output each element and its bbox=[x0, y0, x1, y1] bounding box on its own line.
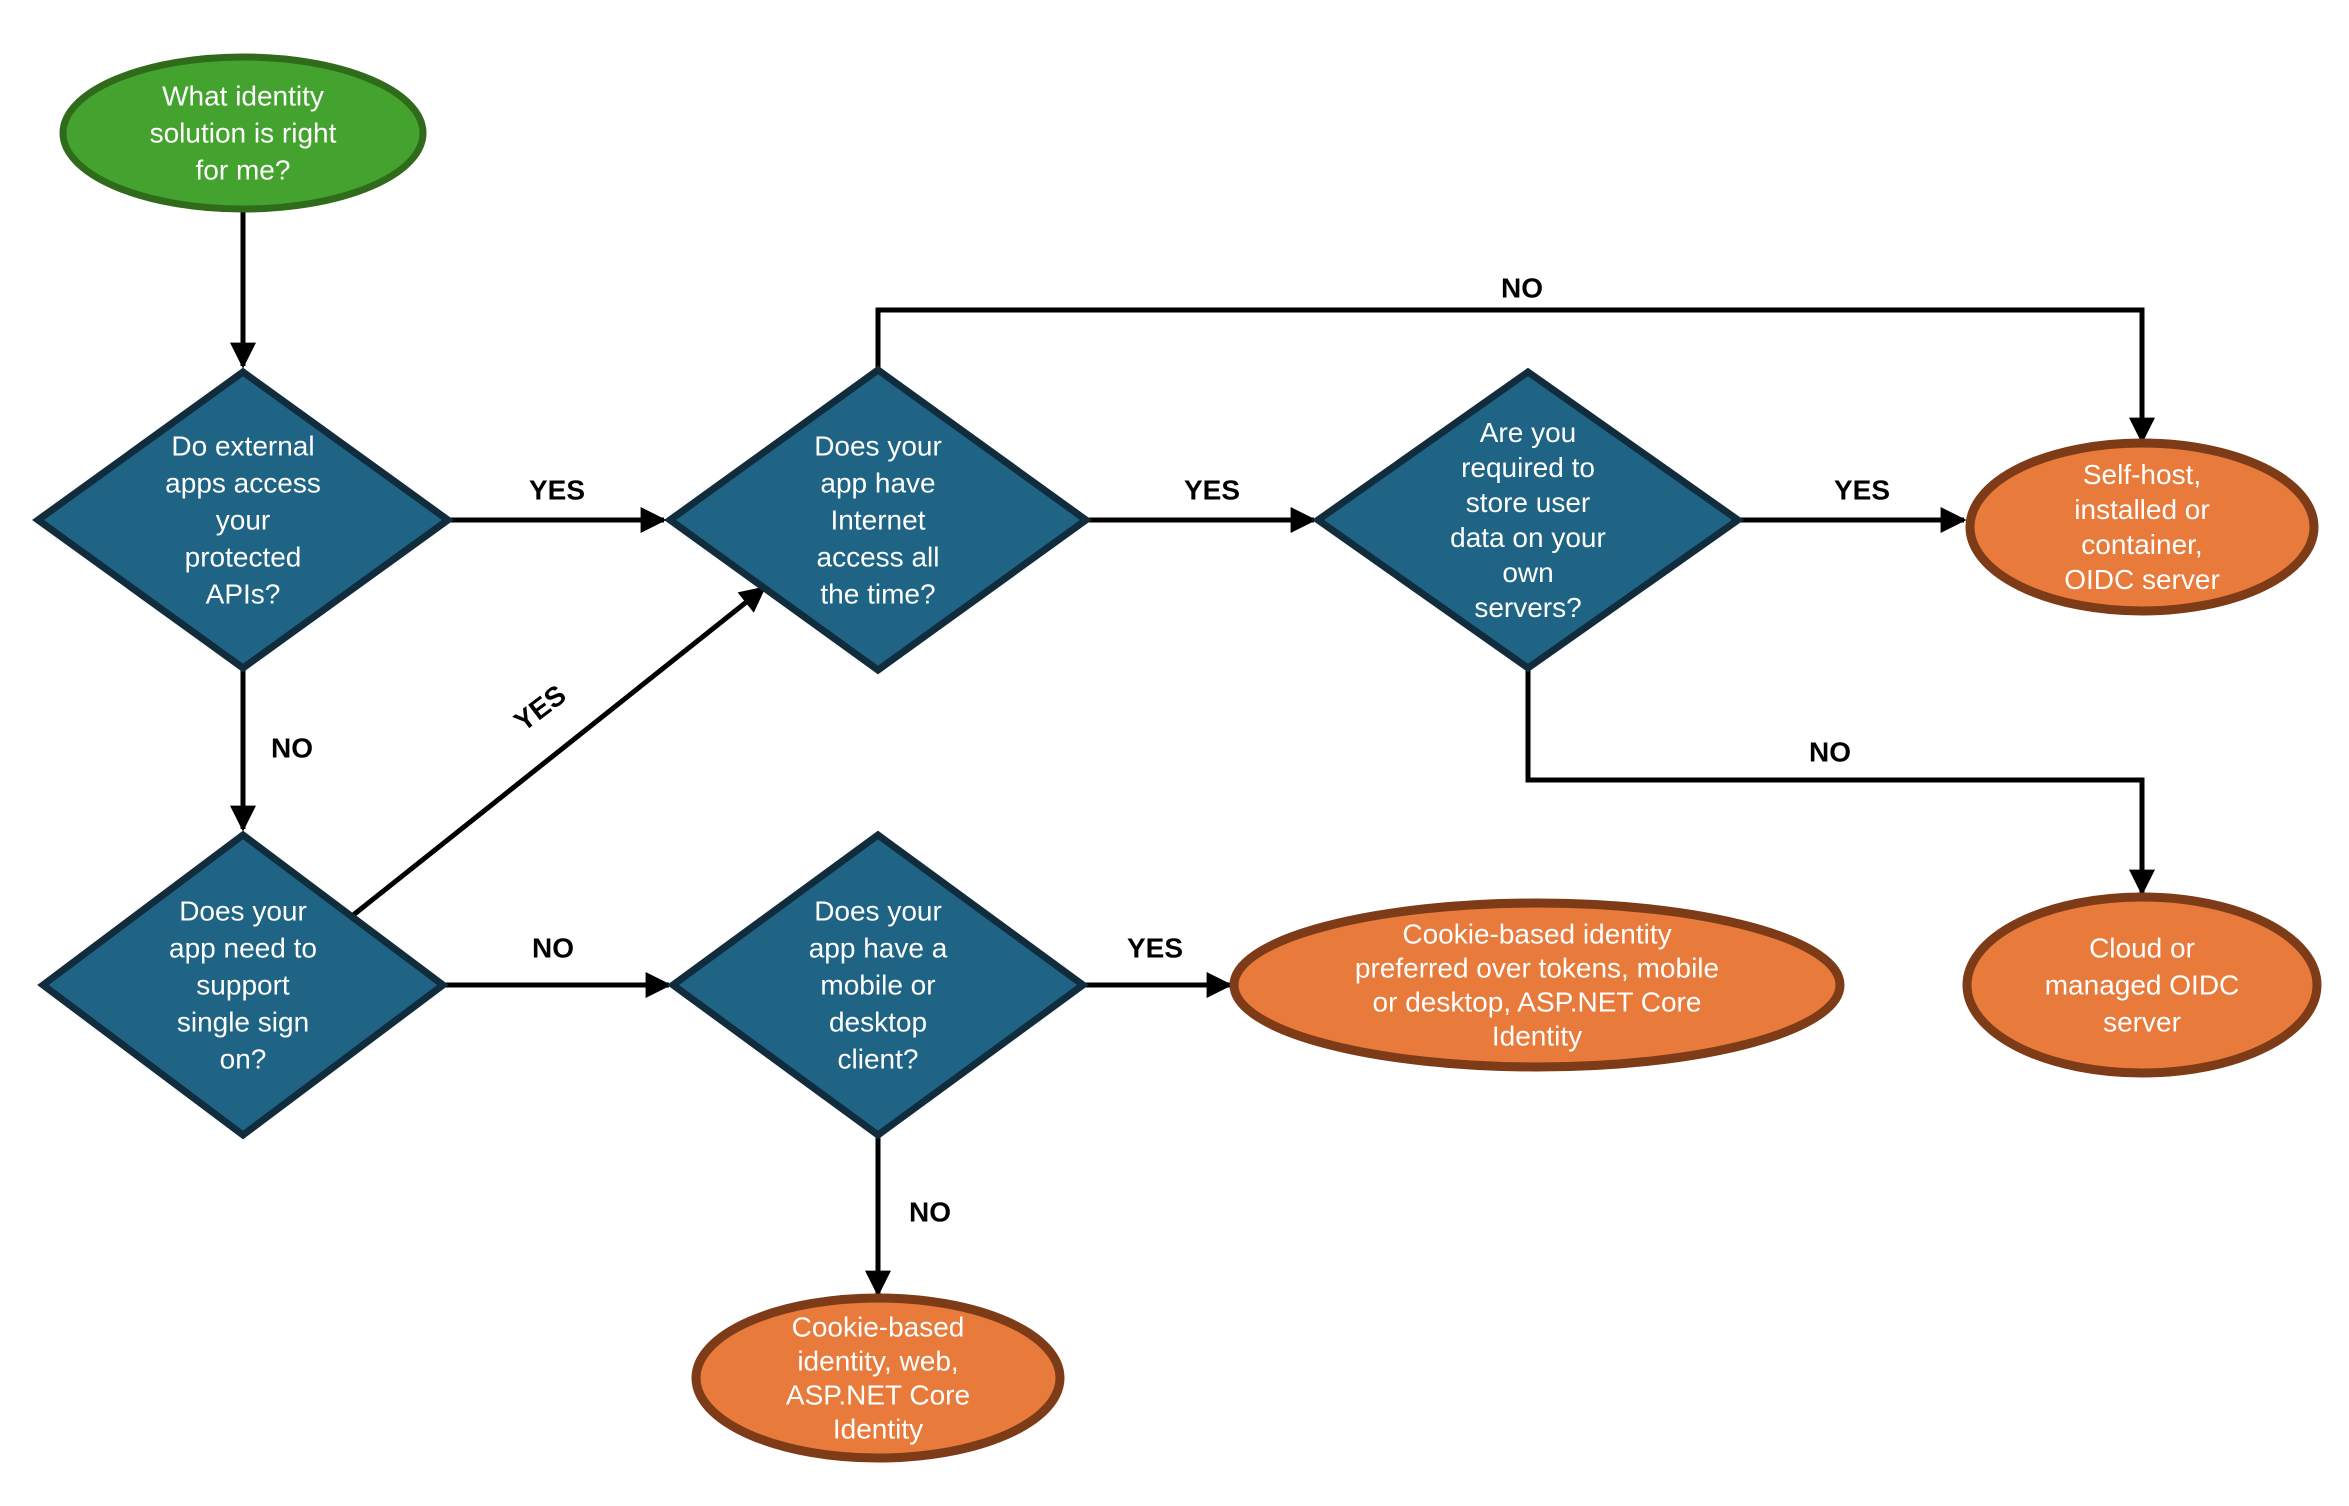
node-text-line: Cloud or bbox=[2089, 933, 2195, 964]
node-text-line: store user bbox=[1466, 487, 1591, 518]
edge-label-no: NO bbox=[532, 933, 574, 964]
node-text-line: app have bbox=[820, 468, 935, 499]
node-text-line: container, bbox=[2081, 529, 2202, 560]
node-text-line: Does your bbox=[814, 896, 942, 927]
decision-internet-access-all-time-shape bbox=[664, 365, 1092, 675]
edge-label-yes: YES bbox=[1184, 475, 1240, 506]
node-text-line: installed or bbox=[2074, 494, 2209, 525]
result-cloud-managed-oidc-server: Cloud or managed OIDC server bbox=[1962, 892, 2322, 1078]
decision-single-sign-on: Does your app need to support single sign on… bbox=[37, 830, 449, 1140]
edge-label-yes: YES bbox=[1834, 475, 1890, 506]
node-text-line: your bbox=[216, 505, 270, 536]
node-text-line: Internet bbox=[831, 505, 926, 536]
result-cookie-identity-web-shape bbox=[691, 1293, 1065, 1463]
node-text-line: apps access bbox=[165, 468, 321, 499]
edge-label-yes: YES bbox=[508, 679, 571, 737]
decision-store-user-data-own-servers: Are you required to store user data on your… bbox=[1311, 367, 1745, 673]
node-text-line: Cookie-based identity bbox=[1402, 919, 1671, 950]
result-self-host-oidc-server-text: Self-host, installed or container, OIDC ser… bbox=[2064, 459, 2220, 595]
node-text-line: ASP.NET Core bbox=[786, 1380, 970, 1411]
edge-label-no: NO bbox=[909, 1197, 951, 1228]
node-text-line: Does your bbox=[179, 896, 307, 927]
node-text-line: on? bbox=[220, 1044, 267, 1075]
node-text-line: app have a bbox=[809, 933, 948, 964]
node-text-line: app need to bbox=[169, 933, 317, 964]
node-text-line: Identity bbox=[1492, 1021, 1582, 1052]
node-text-line: Does your bbox=[814, 431, 942, 462]
node-text-line: mobile or bbox=[820, 970, 935, 1001]
node-text-line: APIs? bbox=[206, 579, 281, 610]
result-self-host-oidc-server-shape bbox=[1965, 438, 2319, 616]
decision-external-apps-access-apis-shape bbox=[32, 367, 454, 673]
node-text-line: the time? bbox=[820, 579, 935, 610]
node-text-line: What identity bbox=[162, 81, 324, 112]
decision-mobile-or-desktop-client-text: Does your app have a mobile or desktop clien… bbox=[809, 896, 948, 1075]
edge-decision-single-sign-on-to-decision-internet-access-all-time bbox=[350, 586, 767, 918]
result-self-host-oidc-server: Self-host, installed or container, OIDC ser… bbox=[1965, 438, 2319, 616]
node-text-line: Self-host, bbox=[2083, 459, 2201, 490]
node-text-line: Cookie-based bbox=[792, 1312, 965, 1343]
decision-mobile-or-desktop-client-shape bbox=[667, 830, 1089, 1140]
result-cloud-managed-oidc-server-shape bbox=[1962, 892, 2322, 1078]
node-text-line: required to bbox=[1461, 452, 1595, 483]
decision-single-sign-on-text: Does your app need to support single sign on… bbox=[169, 896, 317, 1075]
node-text-line: client? bbox=[838, 1044, 919, 1075]
node-text-line: managed OIDC bbox=[2045, 970, 2240, 1001]
result-cloud-managed-oidc-server-text: Cloud or managed OIDC server bbox=[2045, 933, 2240, 1038]
node-text-line: own bbox=[1502, 557, 1553, 588]
node-text-line: preferred over tokens, mobile bbox=[1355, 953, 1719, 984]
decision-mobile-or-desktop-client: Does your app have a mobile or desktop clien… bbox=[667, 830, 1089, 1140]
node-text-line: single sign bbox=[177, 1007, 309, 1038]
edge-decision-store-user-data-own-servers-to-result-cloud-managed-oidc-server bbox=[1525, 670, 2155, 896]
start-what-identity-solution: What identity solution is right for me? bbox=[59, 53, 427, 213]
node-text-line: support bbox=[196, 970, 290, 1001]
start-what-identity-solution-text: What identity solution is right for me? bbox=[150, 81, 337, 186]
edge-label-no: NO bbox=[1501, 273, 1543, 304]
edge-label-no: NO bbox=[271, 733, 313, 764]
node-text-line: access all bbox=[817, 542, 940, 573]
edge-decision-internet-access-all-time-to-result-self-host-oidc-server bbox=[875, 307, 2155, 444]
node-text-line: protected bbox=[185, 542, 302, 573]
start-what-identity-solution-shape bbox=[59, 53, 427, 213]
node-text-line: Identity bbox=[833, 1414, 923, 1445]
node-text-line: servers? bbox=[1474, 592, 1581, 623]
node-text-line: data on your bbox=[1450, 522, 1606, 553]
node-text-line: OIDC server bbox=[2064, 564, 2220, 595]
edge-label-no: NO bbox=[1809, 737, 1851, 768]
node-text-line: identity, web, bbox=[797, 1346, 958, 1377]
edge-label-yes: YES bbox=[529, 475, 585, 506]
node-text-line: for me? bbox=[196, 155, 291, 186]
decision-store-user-data-own-servers-text: Are you required to store user data on your… bbox=[1450, 417, 1606, 623]
decision-single-sign-on-shape bbox=[37, 830, 449, 1140]
result-cookie-identity-mobile-desktop-shape bbox=[1229, 898, 1845, 1072]
node-text-line: desktop bbox=[829, 1007, 927, 1038]
node-text-line: Are you bbox=[1480, 417, 1577, 448]
decision-store-user-data-own-servers-shape bbox=[1311, 367, 1745, 673]
edge-label-yes: YES bbox=[1127, 933, 1183, 964]
node-text-line: Do external bbox=[171, 431, 314, 462]
node-text-line: server bbox=[2103, 1007, 2181, 1038]
node-text-line: or desktop, ASP.NET Core bbox=[1373, 987, 1702, 1018]
node-text-line: solution is right bbox=[150, 118, 337, 149]
